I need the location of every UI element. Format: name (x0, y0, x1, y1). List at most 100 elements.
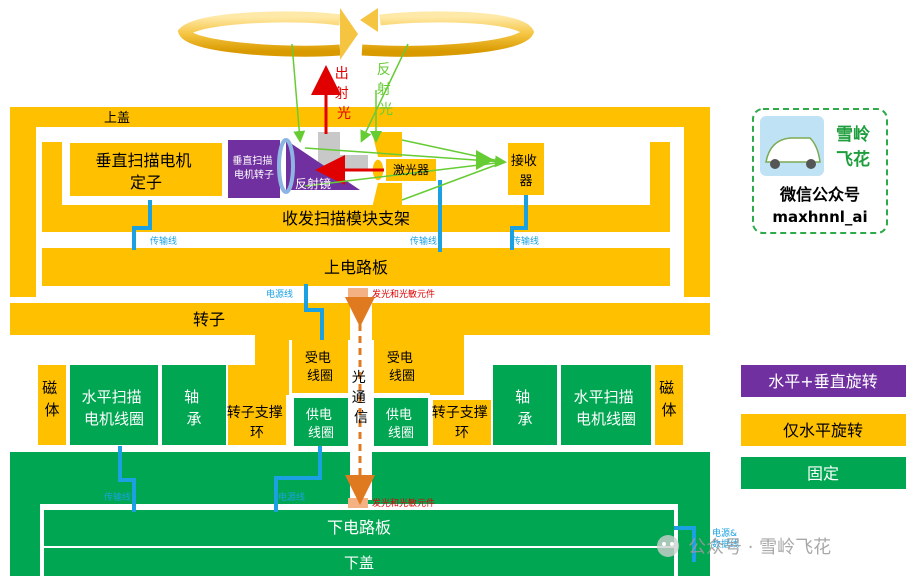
laser-box (386, 159, 436, 181)
rotation-indicator (177, 8, 535, 60)
reflected-beam-7 (401, 161, 505, 201)
reflected-beam-1 (291, 43, 306, 143)
car-wheel-icon (806, 159, 816, 169)
bearing-ring-icon (277, 138, 295, 194)
rx-coil-right-label: 受电 线圈 (387, 351, 417, 384)
wire-power-upper (304, 284, 324, 340)
opto-element-lower-label: 发光和光敏元件 (372, 497, 435, 509)
bearing-right-box (493, 365, 557, 445)
rotation-arc-left (177, 11, 341, 57)
rx-coil-left-label: 受电 线圈 (305, 351, 335, 384)
lower-pcb-label: 下电路板 (327, 518, 391, 537)
labels: 上盖 垂直扫描电机 定子 垂直扫描 电机转子 反射镜 激光器 接收 器 收发扫描… (42, 62, 679, 572)
car-wheel-icon (770, 159, 780, 169)
rotor-label: 转子 (193, 310, 225, 329)
logo-caption: 微信公众号 (779, 185, 860, 204)
vertical-rotor-box (228, 140, 280, 198)
laser-label: 激光器 (393, 163, 429, 177)
legend-label-rotate-horizontal: 仅水平旋转 (783, 421, 863, 440)
transmission-line-label-3: 传输线 (512, 235, 539, 247)
mirror-mount-horizontal (340, 155, 368, 169)
top-cover-right-wall (684, 107, 710, 297)
logo: 雪岭 飞花 微信公众号 maxhnnl_ai (752, 108, 888, 234)
rotor-ring-right-label: 转子支撑 环 (432, 405, 492, 441)
wechat-eye-icon (670, 542, 674, 546)
upper-pcb-label: 上电路板 (324, 258, 388, 277)
opto-element-upper-label: 发光和光敏元件 (372, 288, 435, 300)
magnet-left-label: 磁 体 (42, 379, 62, 419)
vertical-stator-box (70, 143, 222, 196)
bearing-left-label: 轴 承 (184, 388, 204, 428)
rx-coil-left-box (292, 340, 348, 393)
rotor-right-lip (370, 335, 430, 340)
transmission-line-label-lower: 传输线 (104, 491, 131, 503)
bracket-left-post (42, 142, 62, 212)
magnet-right-label: 磁 体 (659, 379, 679, 419)
bracket-right-post (650, 142, 670, 212)
tx-coil-right-label: 供电 线圈 (386, 408, 416, 441)
legend-swatch-rotate-horizontal (741, 414, 906, 446)
wires (118, 180, 696, 562)
base-left-wall (10, 504, 40, 576)
bearing-right-label: 轴 承 (515, 388, 535, 428)
reflected-beam-2 (360, 43, 409, 143)
rotation-arc-right (361, 11, 535, 57)
wechat-eye-icon (662, 542, 666, 546)
legend-swatch-fixed (741, 457, 906, 489)
power-data-line-label: 电源& 数据线 (712, 527, 740, 550)
reflected-light-label: 反 射 光 (377, 62, 395, 118)
h-coil-right-label: 水平扫描 电机线圈 (574, 388, 639, 428)
top-cover-left-wall (10, 107, 36, 297)
car-body-icon (765, 137, 821, 163)
top-cover-bar (10, 107, 710, 127)
watermark: 公众号 · 雪岭飞花 (657, 535, 831, 558)
watermark-text: 公众号 · 雪岭飞花 (688, 537, 831, 558)
emitted-light-label: 出 射 光 (335, 66, 353, 122)
mirror-label: 反射镜 (295, 176, 331, 191)
reflected-beam-4 (304, 147, 507, 168)
wechat-icon (657, 535, 679, 557)
legend-swatch-rotate-both (741, 365, 906, 397)
beams (291, 43, 507, 201)
tx-coil-left-box (294, 398, 348, 446)
rotation-arrowhead-right (360, 8, 378, 32)
rotor-right-hub (430, 335, 464, 395)
wire-stator (132, 200, 152, 250)
rx-coil-right-box (374, 340, 430, 393)
receiver-arrowhead (476, 150, 494, 170)
legend: 水平+垂直旋转 仅水平旋转 固定 (741, 365, 906, 489)
top-cover-label: 上盖 (104, 111, 130, 126)
opto-element-lower-icon (348, 498, 368, 508)
magnet-right-box (655, 365, 683, 445)
bottom-cover-label: 下盖 (344, 554, 374, 572)
power-line-label-lower: 电源线 (278, 491, 305, 503)
h-coil-left-box (70, 365, 158, 445)
transmission-line-label-2: 传输线 (410, 235, 437, 247)
rotor-ring-right-box (433, 400, 491, 445)
opto-labels: 发光和光敏元件 发光和光敏元件 (372, 288, 435, 509)
h-coil-left-label: 水平扫描 电机线圈 (82, 388, 147, 428)
opto-element-upper-icon (348, 288, 368, 298)
lower-pcb-box (44, 510, 674, 546)
tx-coil-left-label: 供电 线圈 (306, 408, 336, 441)
rotation-arrowhead-left (340, 8, 358, 60)
bracket-label: 收发扫描模块支架 (282, 209, 410, 228)
wire-receiver (510, 195, 528, 250)
rotor-ring-left-box (228, 365, 286, 445)
wire-power-data (674, 526, 696, 562)
transmission-line-label-1: 传输线 (150, 235, 177, 247)
h-coil-right-box (561, 365, 651, 445)
logo-account: maxhnnl_ai (772, 208, 867, 226)
upper-housing (10, 107, 710, 445)
receiver-box (508, 143, 544, 195)
wire-transmission-lower (118, 446, 136, 512)
logo-brand-line1: 雪岭 (836, 124, 870, 145)
upper-pcb-box (42, 248, 670, 286)
legend-label-rotate-both: 水平+垂直旋转 (768, 372, 877, 391)
bearing-left-box (162, 365, 226, 445)
wire-power-lower (274, 446, 322, 512)
logo-brand-line2: 飞花 (836, 149, 870, 170)
vertical-rotor-label: 垂直扫描 电机转子 (232, 154, 275, 181)
optical-comm-label: 光 通 信 (352, 370, 370, 426)
vertical-stator-label: 垂直扫描电机 定子 (95, 151, 196, 192)
